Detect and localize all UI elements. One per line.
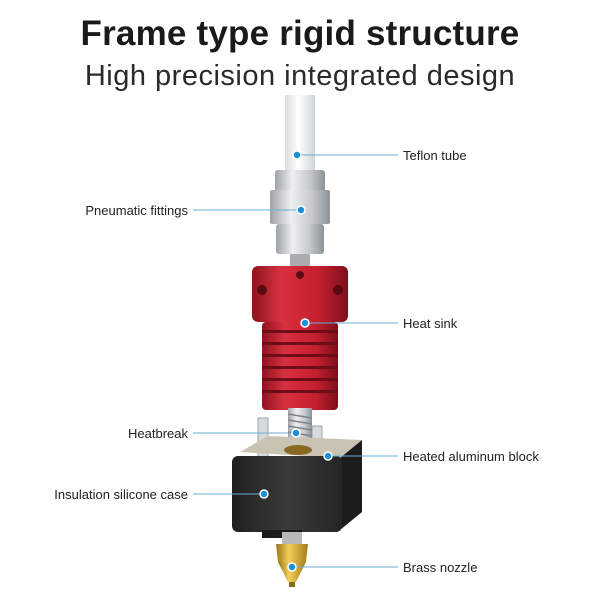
label-heated-aluminum-block: Heated aluminum block [403, 449, 539, 464]
callout-dot-teflon [292, 150, 302, 160]
callout-dot-pneumatic [296, 205, 306, 215]
callout-dot-heatsink [300, 318, 310, 328]
teflon-tube-shape [285, 95, 315, 180]
callout-dot-nozzle [287, 562, 297, 572]
label-teflon-tube: Teflon tube [403, 148, 467, 163]
label-pneumatic-fittings: Pneumatic fittings [85, 203, 188, 218]
silicone-case-shape [232, 440, 362, 538]
callout-dot-case [259, 489, 269, 499]
pneumatic-fitting-shape [270, 170, 330, 270]
brass-nozzle-shape [276, 532, 308, 587]
label-brass-nozzle: Brass nozzle [403, 560, 478, 575]
callout-dot-block [323, 451, 333, 461]
label-heat-sink: Heat sink [403, 316, 458, 331]
page-title: Frame type rigid structure [80, 14, 520, 53]
label-insulation-silicone-case: Insulation silicone case [54, 487, 188, 502]
heat-sink-shape [252, 266, 348, 410]
callout-dot-heatbreak [291, 428, 301, 438]
label-heatbreak: Heatbreak [128, 426, 188, 441]
page-subtitle: High precision integrated design [84, 60, 516, 92]
